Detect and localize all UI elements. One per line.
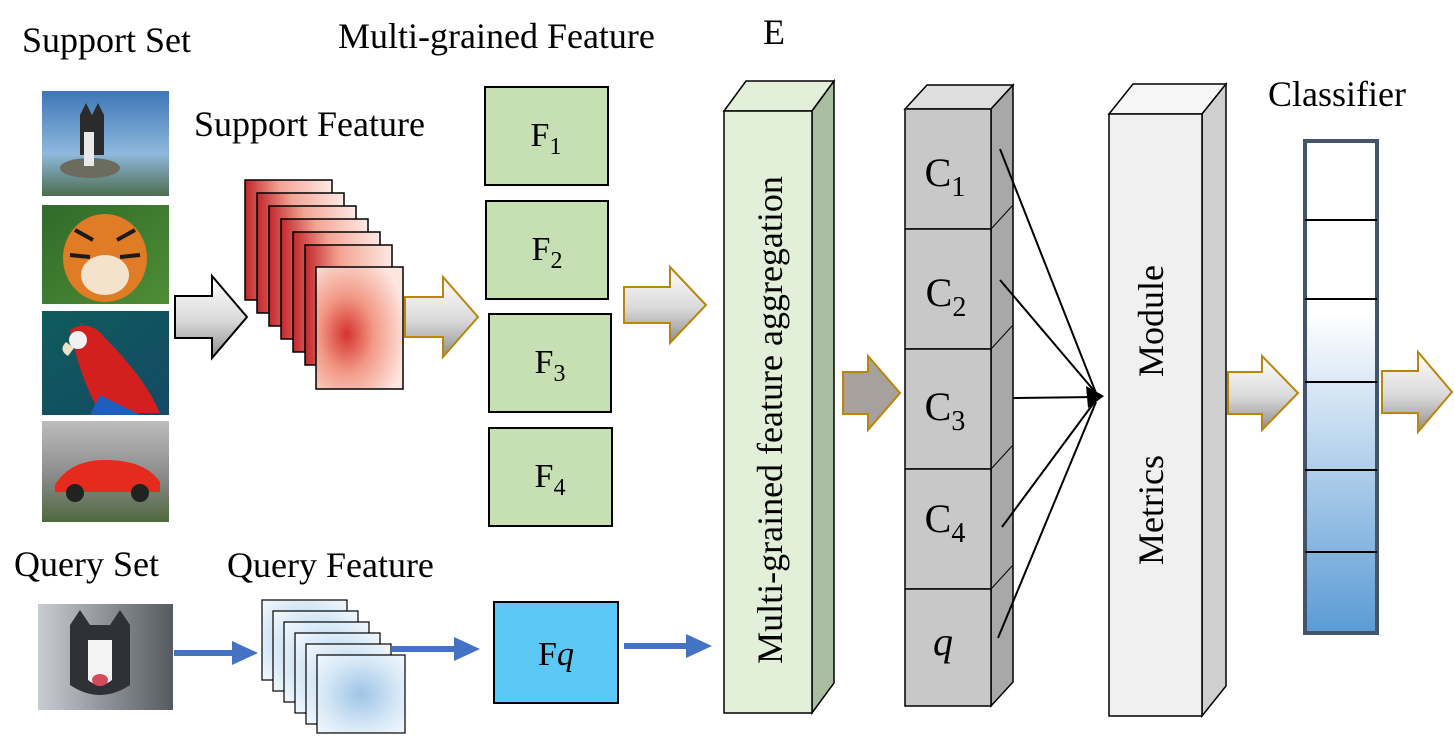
- support-feature-stack: [244, 179, 404, 390]
- svg-text:F2: F2: [532, 231, 563, 274]
- support-set-label: Support Set: [22, 20, 191, 60]
- query-feature-stack: [261, 599, 406, 734]
- c-blocks: C1 C2 C3 C4 q: [903, 83, 1015, 708]
- query-set-label: Query Set: [14, 544, 159, 584]
- feature-box-f2: F2: [485, 200, 609, 300]
- classifier-column: [1303, 139, 1379, 635]
- svg-text:F4: F4: [535, 458, 566, 501]
- c-block-q-label: q: [933, 619, 953, 664]
- e-label: E: [763, 12, 785, 52]
- c-block-1-label: C1: [925, 150, 966, 203]
- support-image-parrot: [42, 311, 169, 415]
- support-feature-label: Support Feature: [194, 104, 425, 144]
- classifier-output-arrow: [1381, 349, 1454, 435]
- feature-box-f3: F3: [488, 313, 612, 413]
- support-image-car: [42, 421, 169, 522]
- c-block-4-label: C4: [925, 496, 966, 549]
- support-image-tiger: [42, 205, 169, 304]
- svg-text:Fq: Fq: [538, 636, 574, 673]
- query-image-husky: [38, 604, 173, 710]
- query-feature-label: Query Feature: [227, 545, 434, 585]
- multi-grained-feature-label: Multi-grained Feature: [338, 16, 655, 56]
- aggregation-label: Multi-grained feature aggregation: [750, 176, 790, 664]
- metrics-module-block: Module Metrics: [1107, 81, 1228, 719]
- aggregation-to-c-arrow: [842, 353, 902, 433]
- support-to-feature-arrow: [174, 273, 249, 361]
- feature-box-f4: F4: [488, 427, 613, 527]
- support-image-husky: [42, 91, 169, 196]
- c-block-2-label: C2: [926, 270, 967, 323]
- support-feature-to-grained-arrow: [404, 274, 480, 360]
- module-label: Module: [1131, 265, 1171, 377]
- svg-text:F3: F3: [535, 344, 566, 387]
- classifier-label: Classifier: [1268, 74, 1406, 114]
- feature-box-f1: F1: [484, 86, 609, 186]
- query-arrow-2: [392, 637, 480, 661]
- query-arrow-3: [624, 634, 712, 658]
- convergence-arrowhead: [1086, 386, 1104, 408]
- c-block-3-label: C3: [925, 384, 966, 437]
- query-arrow-1: [174, 641, 258, 665]
- query-feature-box: Fq: [493, 601, 619, 704]
- metrics-to-classifier-arrow: [1227, 353, 1300, 433]
- grained-to-aggregation-arrow: [623, 264, 708, 346]
- metrics-label: Metrics: [1131, 455, 1171, 565]
- aggregation-block: Multi-grained feature aggregation: [722, 78, 836, 716]
- svg-text:F1: F1: [531, 117, 562, 160]
- converging-lines: [997, 148, 1097, 639]
